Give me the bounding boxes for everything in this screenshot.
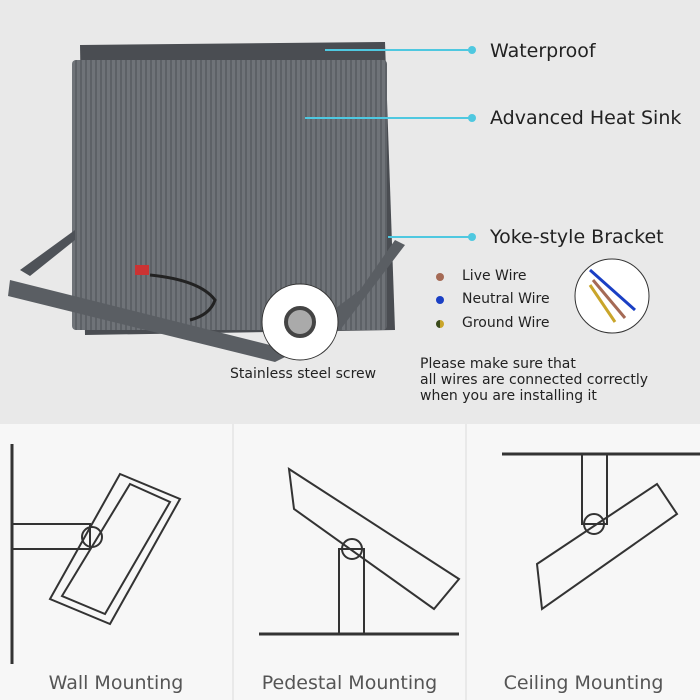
callout-waterproof: Waterproof	[490, 40, 596, 62]
ground-wire-dot-icon	[436, 320, 444, 328]
caption: Wall Mounting	[48, 672, 184, 694]
panel-pedestal-mounting: Pedestal Mounting	[234, 424, 465, 700]
live-wire-dot-icon	[436, 273, 444, 281]
caption: Pedestal Mounting	[261, 672, 438, 694]
callout-heat-sink: Advanced Heat Sink	[490, 107, 682, 129]
neutral-wire-dot-icon	[436, 296, 444, 304]
panel-wall-mounting: Wall Mounting	[0, 424, 232, 700]
note-line: all wires are connected correctly	[420, 372, 648, 388]
wall-mount-diagram	[10, 444, 182, 664]
floodlight-rear-illustration	[8, 42, 650, 362]
screw-label: Stainless steel screw	[230, 366, 377, 382]
note-line: when you are installing it	[420, 388, 597, 404]
pedestal-mount-diagram	[259, 466, 461, 636]
installation-note: Please make sure that all wires are conn…	[420, 356, 648, 404]
ceiling-mount-diagram	[502, 452, 700, 611]
wire-closeup-icon	[574, 258, 650, 334]
caption: Ceiling Mounting	[503, 672, 664, 694]
note-line: Please make sure that	[420, 356, 576, 372]
wire-label: Live Wire	[462, 268, 527, 284]
wire-label: Neutral Wire	[462, 291, 550, 307]
callout-bracket: Yoke-style Bracket	[490, 226, 664, 248]
wire-label: Ground Wire	[462, 315, 550, 331]
panel-ceiling-mounting: Ceiling Mounting	[467, 424, 700, 700]
